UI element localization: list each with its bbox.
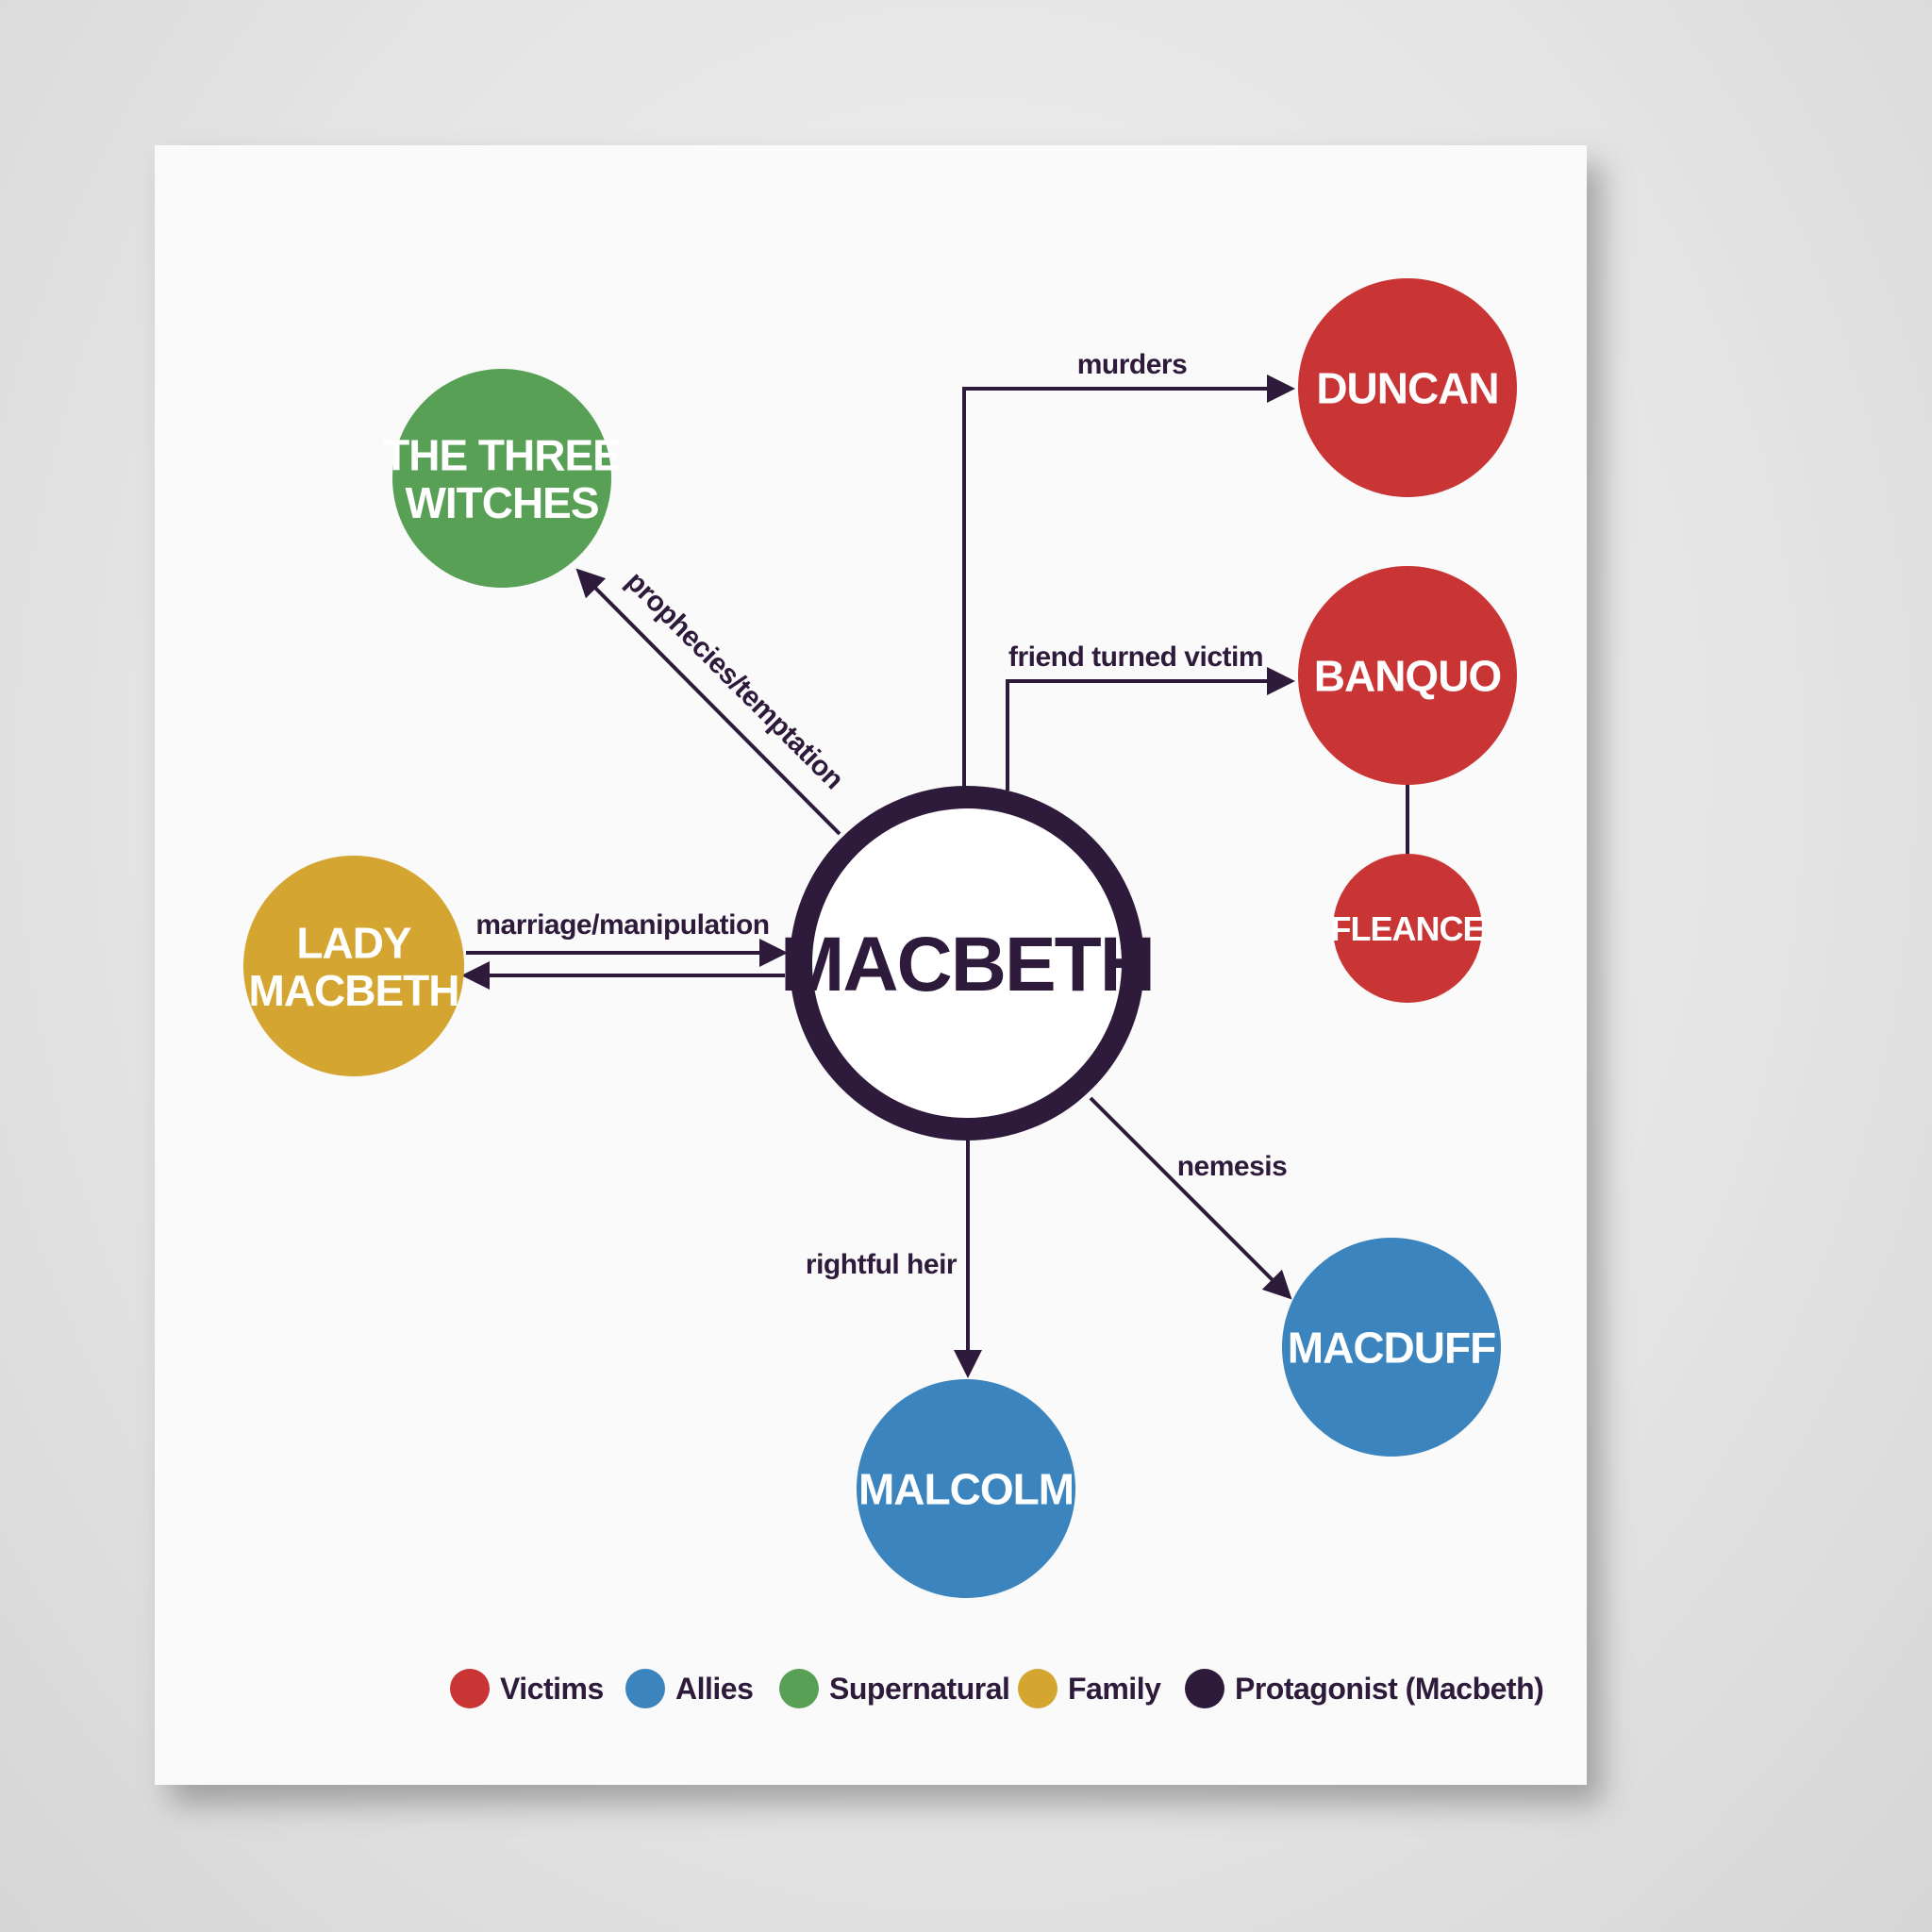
legend-dot-protagonist (1185, 1669, 1224, 1708)
node-macduff[interactable]: MACDUFF (1282, 1238, 1501, 1457)
node-duncan-label: DUNCAN (1316, 364, 1498, 413)
node-duncan-circle (1298, 278, 1517, 497)
edge-label-nemesis: nemesis (1177, 1151, 1288, 1182)
node-fleance[interactable]: FLEANCE (1331, 854, 1486, 1003)
edge-label-marriage: marriage/manipulation (475, 909, 769, 941)
node-witches-label: THE THREE (383, 430, 621, 479)
edge-label-rightful-heir: rightful heir (806, 1249, 958, 1280)
edge-label-murders: murders (1077, 349, 1188, 380)
node-malcolm[interactable]: MALCOLM (857, 1379, 1075, 1598)
node-macduff-circle (1282, 1238, 1501, 1457)
node-macbeth[interactable]: MACBETH (780, 786, 1156, 1141)
edge-prophecies-line (575, 568, 841, 836)
node-malcolm-label: MALCOLM (858, 1465, 1074, 1514)
node-duncan[interactable]: DUNCAN (1298, 278, 1517, 497)
node-witches-label: WITCHES (405, 478, 598, 527)
node-lady-label: MACBETH (249, 966, 459, 1015)
legend-dot-family (1018, 1669, 1058, 1708)
node-banquo-label: BANQUO (1314, 652, 1501, 701)
legend-label-family: Family (1068, 1672, 1161, 1706)
node-macbeth-label: MACBETH (780, 922, 1154, 1008)
node-fleance-label: FLEANCE (1331, 909, 1485, 948)
node-fleance-circle (1333, 854, 1482, 1003)
edge-murders-line (962, 375, 1295, 787)
legend-label-protagonist: Protagonist (Macbeth) (1235, 1672, 1543, 1706)
edge-friend-turned-victim-line (1006, 667, 1295, 791)
edge-nemesis-line (1089, 1096, 1292, 1300)
legend-dot-allies (625, 1669, 665, 1708)
node-witches-circle (392, 369, 611, 588)
legend: Victims Allies Supernatural Family Protagoni… (450, 1669, 1544, 1708)
node-banquo-circle (1298, 566, 1517, 785)
legend-label-supernatural: Supernatural (829, 1672, 1009, 1706)
node-lady-label: LADY (296, 918, 411, 967)
legend-label-allies: Allies (675, 1672, 753, 1706)
edge-label-friend-turned-victim: friend turned victim (1008, 641, 1263, 673)
legend-dot-supernatural (779, 1669, 819, 1708)
legend-dot-victims (450, 1669, 490, 1708)
legend-label-victims: Victims (500, 1672, 604, 1706)
node-macduff-label: MACDUFF (1288, 1324, 1495, 1373)
node-banquo[interactable]: BANQUO (1298, 566, 1517, 785)
node-macbeth-ring (790, 786, 1144, 1141)
node-malcolm-circle (857, 1379, 1075, 1598)
node-lady-circle (243, 856, 464, 1076)
